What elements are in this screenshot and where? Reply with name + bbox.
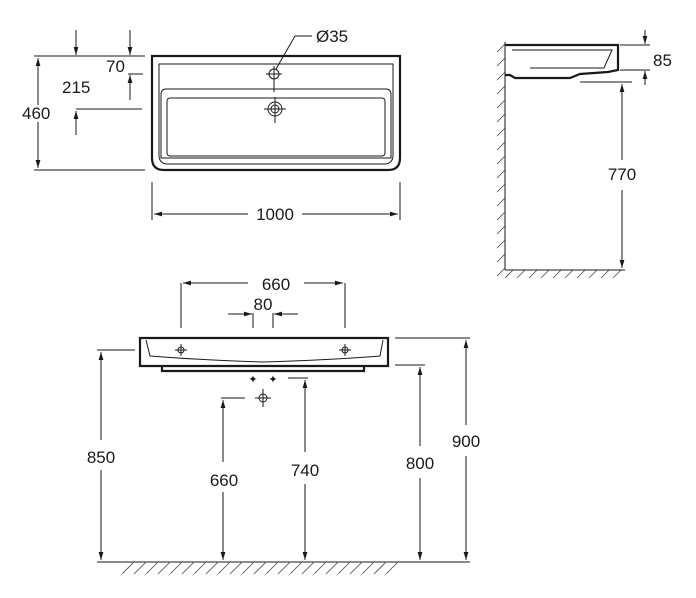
supply-left-icon: ✦ (248, 374, 257, 386)
wall-hatch (496, 43, 622, 279)
underside-height-label: 800 (406, 454, 434, 473)
side-view: 85 770 (496, 30, 672, 279)
bracket-hole-right-icon (339, 344, 351, 356)
hole-diameter-label: Ø35 (316, 27, 348, 46)
top-view: Ø35 460 215 70 1000 (22, 27, 402, 224)
basin-section (505, 43, 620, 80)
supply-height-label: 740 (291, 461, 319, 480)
bracket-hole-left-icon (175, 344, 187, 356)
drain-height-label: 660 (210, 471, 238, 490)
floor-hatch (121, 561, 399, 575)
rim-offset-label: 70 (106, 57, 125, 76)
basin-outline (150, 54, 402, 172)
basin-rim (158, 63, 394, 165)
tap-offset-label: 215 (62, 78, 90, 97)
tap-hole-icon (266, 66, 282, 92)
tap-spacing-label: 80 (254, 295, 273, 314)
width-label: 1000 (256, 205, 294, 224)
basin-bowl (160, 88, 392, 159)
rim-height-label: 85 (653, 51, 672, 70)
front-view: ✦ ✦ 660 80 850 660 740 800 900 (87, 275, 480, 575)
mount-height-label: 770 (608, 165, 636, 184)
bracket-height-label: 850 (87, 448, 115, 467)
depth-label: 460 (22, 104, 50, 123)
drain-outlet-icon (255, 389, 271, 407)
bracket-spacing-label: 660 (262, 275, 290, 294)
drain-icon (264, 97, 286, 123)
top-height-label: 900 (452, 432, 480, 451)
supply-right-icon: ✦ (268, 374, 277, 386)
basin-front (138, 336, 390, 368)
basin-bowl-inner (166, 97, 386, 157)
